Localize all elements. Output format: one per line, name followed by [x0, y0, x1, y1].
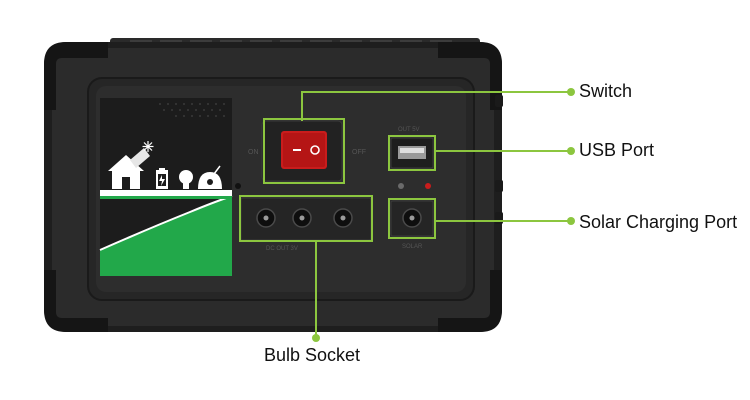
led-red: [425, 183, 431, 189]
dc-out-marking: DC OUT 3V: [266, 246, 298, 252]
callout-line-switch: [301, 91, 571, 121]
solar-marking: SOLAR: [402, 244, 423, 250]
callout-dot-solar: [567, 217, 575, 225]
off-marking: OFF: [352, 149, 366, 156]
callout-box-solar: [388, 198, 436, 239]
out-marking: OUT 5V: [398, 127, 420, 133]
callout-dot-switch: [567, 88, 575, 96]
rocker-switch: ON OFF: [248, 120, 366, 182]
callouts: [239, 91, 571, 338]
label-switch: Switch: [579, 81, 633, 101]
fan-icon: [198, 165, 222, 189]
decor-panel: [99, 98, 233, 276]
label-bulb-socket: Bulb Socket: [264, 345, 361, 365]
dc-output-sockets: DC OUT 3V: [240, 197, 372, 252]
callout-box-bulb: [239, 195, 373, 242]
callout-dot-bulb: [312, 334, 320, 342]
callout-box-switch: [263, 118, 345, 184]
on-marking: ON: [248, 149, 259, 156]
battery-icon: [156, 168, 168, 189]
callout-dot-usb: [567, 147, 575, 155]
label-usb-port: USB Port: [579, 140, 655, 160]
callout-box-usb: [388, 135, 436, 171]
indicator-hole: [235, 183, 241, 189]
callout-dots: [312, 88, 575, 342]
house-solar-icon: [108, 141, 154, 189]
label-solar-charging-port: Solar Charging Port: [579, 212, 738, 232]
led-grey: [398, 183, 404, 189]
usb-port: OUT 5V: [390, 127, 434, 169]
solar-input-port: SOLAR: [390, 200, 434, 250]
bulb-icon: [179, 170, 193, 189]
rocker-on-mark: [310, 145, 320, 155]
